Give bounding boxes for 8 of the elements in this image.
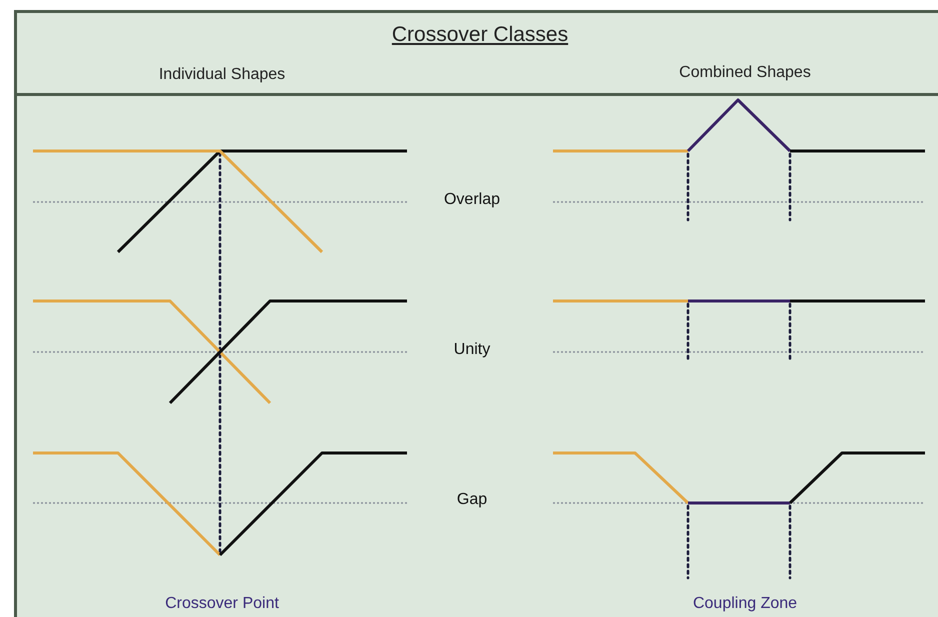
column-heading: Individual Shapes xyxy=(158,65,286,85)
column-heading: Combined Shapes xyxy=(679,63,811,83)
title: Crossover Classes xyxy=(392,22,568,48)
caption-text: Crossover Point xyxy=(165,594,279,614)
row-label: Overlap xyxy=(444,190,500,210)
caption-text: Coupling Zone xyxy=(692,594,798,614)
row-label: Gap xyxy=(456,490,488,510)
row-label: Unity xyxy=(454,340,490,360)
